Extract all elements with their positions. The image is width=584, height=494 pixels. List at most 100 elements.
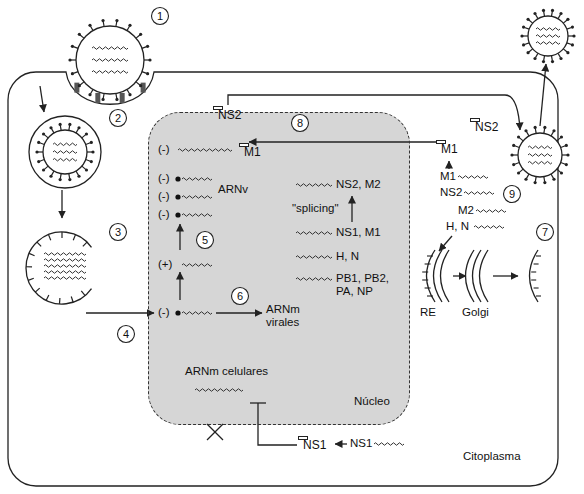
protein-name: NS1 (303, 438, 326, 452)
text-label: "splicing" (292, 202, 339, 215)
receptor (141, 83, 146, 93)
glycoprotein-spike (136, 35, 140, 38)
glycoprotein-spike (534, 287, 539, 288)
cell-membrane (8, 72, 558, 486)
rna-strand (195, 389, 243, 392)
glycoprotein-spike (103, 93, 105, 98)
spike-tip (68, 123, 71, 126)
spike-tip (59, 123, 62, 126)
callout-number: 4 (118, 326, 134, 342)
spike-tip (77, 126, 80, 129)
glycoprotein-spike (558, 53, 561, 57)
text-label: NS1, M1 (336, 226, 381, 239)
rna-strand (464, 192, 494, 195)
glycoprotein-spike (567, 43, 572, 45)
rna-strand (44, 265, 86, 268)
protein-box: M1 (436, 140, 446, 144)
spike-tip (572, 34, 575, 37)
glycoprotein-spike (567, 27, 572, 29)
rna-strand (536, 42, 560, 45)
text-label: NS2 (440, 186, 462, 199)
spike-tip (68, 178, 71, 181)
spike-tip (49, 175, 52, 178)
arrow-line (493, 275, 518, 276)
glycoprotein-spike (543, 11, 545, 16)
rna-strand (182, 196, 212, 199)
nucleus-region: NúcleoNS2M1 (148, 112, 410, 425)
region-name: Citoplasma (463, 450, 521, 462)
glycoprotein-spike (551, 174, 554, 178)
glycoprotein-spike (519, 169, 523, 172)
spike-tip (68, 58, 71, 61)
rna-strand (536, 28, 560, 31)
rna-strand (44, 259, 86, 262)
glycoprotein-spike (59, 298, 61, 304)
glycoprotein-spike (80, 35, 84, 38)
glycoprotein-spike (536, 255, 541, 256)
glycoprotein-spike (568, 35, 573, 36)
callout-number: 9 (504, 186, 520, 202)
rna-strand (44, 277, 86, 280)
glycoprotein-spike (557, 169, 561, 172)
text-label: (-) (158, 172, 170, 185)
glycoprotein-spike (543, 56, 545, 61)
polymerase-dot (175, 176, 180, 181)
glycoprotein-spike (71, 297, 73, 303)
spike-tip (148, 58, 151, 61)
callout-circle (504, 186, 521, 203)
text-label: (-) (158, 208, 170, 221)
receptor (74, 83, 79, 93)
glycoprotein-spike (127, 26, 130, 30)
spike-tip (77, 175, 80, 178)
glycoprotein-spike (60, 125, 62, 130)
glycoprotein-spike (76, 171, 79, 175)
callout-number: 8 (292, 115, 308, 131)
rna-strand (528, 161, 552, 164)
text-label: (-) (158, 306, 170, 319)
rna-strand (182, 264, 212, 267)
glycoprotein-spike (68, 174, 70, 179)
callout-circle (118, 326, 135, 343)
spike-tip (522, 43, 525, 46)
cross-mark (207, 424, 223, 440)
polymerase-dot (175, 310, 180, 315)
spike-tip (533, 12, 536, 15)
callout-number: 6 (232, 288, 248, 304)
glycoprotein-spike (103, 22, 105, 27)
text-label: (-) (158, 143, 170, 156)
glycoprotein-spike (38, 151, 43, 152)
spike-tip (566, 153, 569, 156)
glycoprotein-spike (561, 146, 566, 148)
text-label: (-) (158, 190, 170, 203)
glycoprotein-spike (535, 128, 537, 133)
spike-tip (517, 171, 520, 174)
spike-tip (90, 141, 93, 144)
glycoprotein-spike (527, 132, 530, 136)
glycoprotein-spike (73, 47, 78, 49)
callout-number: 3 (110, 224, 126, 240)
glycoprotein-spike (127, 89, 130, 93)
glycoprotein-spike (425, 263, 431, 264)
rna-strand (182, 178, 212, 181)
glycoprotein-spike (91, 89, 94, 93)
glycoprotein-spike (115, 22, 117, 27)
spike-tip (534, 126, 537, 129)
spike-tip (512, 144, 515, 147)
glycoprotein-spike (425, 287, 431, 288)
protein-name: NS2 (218, 108, 241, 122)
spike-tip (542, 60, 545, 63)
text-label: RE (420, 306, 436, 319)
spike-tip (524, 129, 527, 132)
virion (518, 133, 562, 177)
text-label: M2 (458, 204, 474, 217)
glycoprotein-spike (86, 143, 91, 145)
protein-box: M1 (239, 143, 249, 147)
receptor (95, 93, 100, 103)
protein-box: NS1 (298, 436, 308, 440)
glycoprotein-spike (427, 295, 433, 296)
spike-tip (522, 26, 525, 29)
text-label: ARNv (218, 183, 248, 196)
rna-strand (44, 271, 86, 274)
rna-strand (92, 59, 128, 62)
spike-tip (128, 24, 131, 27)
